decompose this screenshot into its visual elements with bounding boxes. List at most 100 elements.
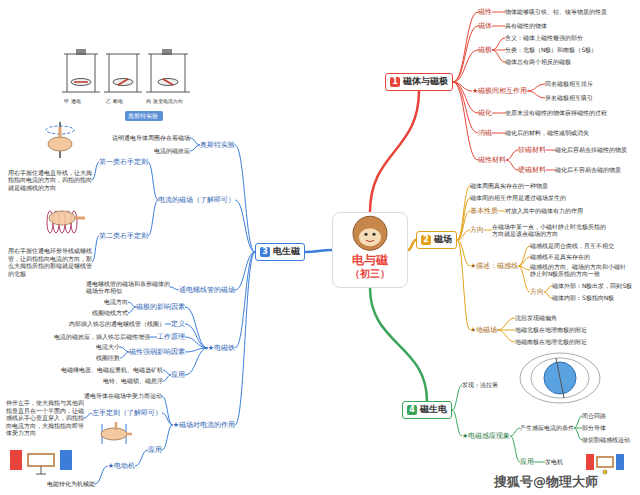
topic-text: 磁感线的方向、磁场的方向和小磁针静止时N极所指的方向一致 bbox=[530, 263, 626, 278]
category-topic: 方向 bbox=[470, 226, 484, 235]
left-hand bbox=[102, 424, 126, 444]
branch-connector bbox=[120, 352, 129, 358]
topic-text: 磁化后容易去掉磁性的物质 bbox=[555, 146, 627, 153]
leaf-topic: 通电螺线管的磁场和条形磁体的磁场分布相似 bbox=[86, 280, 170, 295]
category-topic: 第一类右手定则 bbox=[99, 158, 148, 167]
branch-connector bbox=[148, 162, 158, 200]
motor-figure bbox=[28, 454, 54, 466]
branch-connector bbox=[190, 145, 200, 151]
topic-text: 电流的磁场（了解即可） bbox=[158, 196, 235, 204]
topic-text: 内部插入铁芯的通电螺线管（线圈） bbox=[69, 320, 165, 327]
leaf-topic: 磁感线的方向、磁场的方向和小磁针静止时N极所指的方向一致 bbox=[530, 263, 630, 278]
topic-text: 软磁材料 bbox=[518, 146, 546, 154]
branch-number: 2 bbox=[421, 235, 431, 245]
branch-topic: 4磁生电 bbox=[402, 401, 452, 418]
topic-text: 部分导体 bbox=[582, 424, 606, 431]
oersted-setup bbox=[62, 49, 100, 92]
branch-connector bbox=[457, 230, 470, 240]
branch-connector bbox=[92, 162, 99, 180]
topic-text: 磁化 bbox=[478, 109, 492, 117]
leaf-topic: 电磁继电器、电磁起重机、电磁选矿机 bbox=[61, 366, 163, 374]
topic-text: 产生感应电流的条件 bbox=[520, 424, 574, 431]
branch-connector bbox=[235, 252, 255, 425]
earth-figure bbox=[556, 358, 564, 398]
branch-topic: 1磁体与磁极 bbox=[385, 73, 453, 90]
topic-text: 磁感线不是真实存在的 bbox=[530, 253, 590, 260]
topic-text: 说明通电导体周围存在着磁场 bbox=[112, 134, 190, 141]
branch-connector bbox=[497, 330, 515, 342]
branch-connector bbox=[235, 200, 255, 252]
topic-text: 用右手握住通电环形导线或螺线管，让四指指向电流的方向，那么大拇指所指的那端就是螺… bbox=[8, 247, 92, 277]
branch-connector bbox=[527, 84, 545, 91]
topic-text: ★电动机 bbox=[108, 462, 135, 470]
category-topic: 电流的磁场（了解即可） bbox=[158, 196, 235, 205]
topic-text: ★地磁场 bbox=[470, 326, 497, 334]
branch-connector bbox=[165, 324, 171, 325]
topic-text: 电能转化为机械能 bbox=[47, 480, 95, 487]
leaf-topic: 对放入其中的磁体有力的作用 bbox=[505, 207, 583, 215]
leaf-topic: 说明通电导体周围存在着磁场 bbox=[112, 134, 190, 142]
motor-figure bbox=[60, 450, 72, 470]
branch-connector bbox=[370, 91, 419, 213]
leaf-topic: 磁感线不是真实存在的 bbox=[530, 253, 590, 261]
topic-text: 应用 bbox=[148, 446, 162, 454]
leaf-topic: 通电导体在磁场中受力而运动 bbox=[84, 392, 162, 400]
topic-text: 电流大小 bbox=[96, 343, 120, 350]
branch-connector bbox=[527, 91, 545, 98]
category-topic: 应用 bbox=[171, 371, 185, 380]
branch-connector bbox=[492, 50, 505, 62]
topic-text: ★描述：磁感线 bbox=[470, 262, 518, 270]
topic-text: 磁体内部：S极指向N极 bbox=[552, 294, 614, 301]
generator-figure bbox=[616, 454, 624, 470]
leaf-topic: 电流的磁效应 bbox=[154, 147, 190, 155]
mascot-icon bbox=[372, 233, 375, 236]
topic-text: （初三） bbox=[335, 268, 405, 281]
category-topic: ★电磁铁 bbox=[208, 344, 235, 353]
leaf-topic: 磁体周围真实存在的一种物质 bbox=[470, 182, 548, 190]
branch-connector bbox=[162, 396, 173, 425]
category-topic: ★电动机 bbox=[108, 462, 135, 471]
topic-text: 定义 bbox=[171, 320, 185, 328]
right-hand-wire bbox=[46, 122, 74, 158]
topic-text: 方向 bbox=[470, 226, 484, 234]
leaf-topic: 在磁场中某一点，小磁针静止时北极所指的方向就是该点磁场的方向 bbox=[492, 223, 610, 238]
branch-connector bbox=[128, 307, 136, 313]
topic-text: ★磁场对电流的作用 bbox=[173, 421, 235, 429]
oersted-setup bbox=[146, 49, 190, 92]
mascot-icon bbox=[366, 240, 374, 242]
left-hand bbox=[101, 422, 132, 444]
oersted-setup bbox=[104, 54, 142, 92]
branch-connector bbox=[484, 230, 492, 231]
branch-connector bbox=[506, 150, 518, 160]
topic-text: 磁体间的相互作用是通过磁场发生的 bbox=[470, 194, 566, 201]
branch-number: 1 bbox=[390, 77, 400, 87]
branch-connector bbox=[452, 385, 462, 410]
branch-connector bbox=[185, 324, 208, 348]
branch-connector bbox=[453, 50, 478, 82]
category-topic: ★地磁场 bbox=[470, 326, 497, 335]
mascot-icon bbox=[353, 216, 387, 250]
right-hand-wire bbox=[48, 137, 72, 151]
topic-text: 磁体外部：N极出发，回到S极 bbox=[552, 282, 632, 289]
branch-connector bbox=[148, 200, 158, 236]
oersted-setup bbox=[71, 79, 91, 86]
earth-figure bbox=[520, 353, 600, 403]
topic-text: 异名磁极相互吸引 bbox=[545, 94, 593, 101]
branch-connector bbox=[135, 450, 148, 466]
topic-text: 磁性 bbox=[478, 8, 492, 16]
category-topic: ★磁极间相互作用 bbox=[472, 87, 527, 96]
topic-text: 通电螺线管的磁场和条形磁体的磁场分布相似 bbox=[86, 280, 170, 295]
branch-connector bbox=[492, 133, 505, 134]
central-topic: 电与磁（初三） bbox=[332, 212, 408, 288]
branch-number: 4 bbox=[407, 405, 417, 415]
leaf-topic: 磁化后不容易去磁的物质 bbox=[555, 166, 621, 174]
leaf-topic: 磁化后容易去掉磁性的物质 bbox=[555, 146, 627, 154]
branch-connector bbox=[185, 348, 208, 375]
leaf-topic: 磁体间的相互作用是通过磁场发生的 bbox=[470, 194, 566, 202]
watermark: 搜狐号@物理大师 bbox=[494, 474, 598, 490]
topic-text: 电生磁 bbox=[273, 246, 300, 257]
topic-text: 磁极的影响因素 bbox=[136, 303, 185, 311]
leaf-topic: 电能转化为机械能 bbox=[47, 480, 95, 488]
category-topic: 方向 bbox=[530, 288, 544, 297]
category-topic: 磁性强弱影响因素 bbox=[129, 348, 185, 357]
